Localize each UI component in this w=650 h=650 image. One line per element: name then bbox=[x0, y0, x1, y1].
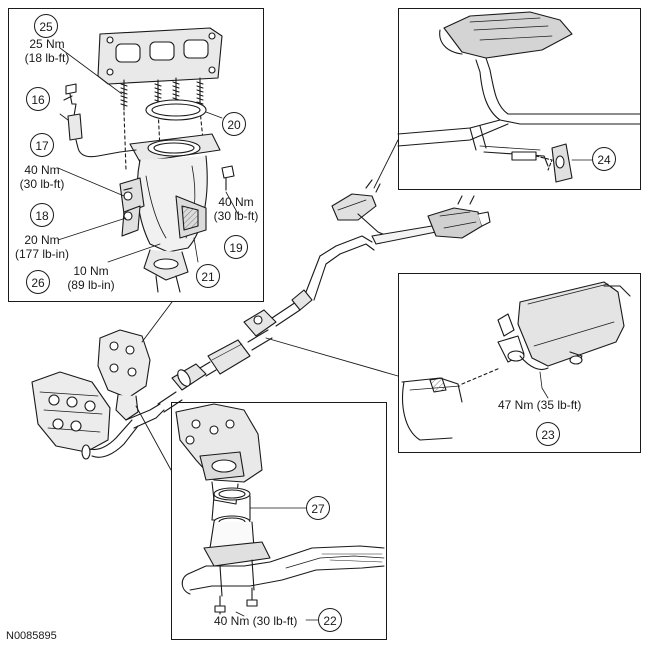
torque-label-19-nm: 40 Nm bbox=[218, 195, 254, 209]
cat-converter-detail bbox=[57, 27, 239, 293]
torque-label-26-nm: 10 Nm bbox=[73, 264, 109, 278]
front-pipe-flange-detail bbox=[175, 403, 385, 621]
callout-27: 27 bbox=[306, 496, 330, 520]
torque-label-25-nm: 25 Nm bbox=[29, 37, 65, 51]
callout-25: 25 bbox=[34, 14, 58, 38]
torque-label-18-imperial: (177 lb-in) bbox=[14, 247, 70, 261]
torque-label-18-nm: 20 Nm bbox=[24, 233, 60, 247]
muffler-clamp-detail bbox=[401, 281, 631, 441]
torque-label-22: 40 Nm (30 lb-ft) bbox=[214, 614, 298, 628]
callout-18: 18 bbox=[30, 203, 54, 227]
callout-24: 24 bbox=[592, 147, 616, 171]
torque-label-17-nm: 40 Nm bbox=[24, 163, 60, 177]
callout-20: 20 bbox=[222, 112, 246, 136]
torque-label-26-imperial: (89 lb-in) bbox=[67, 278, 115, 292]
callout-19: 19 bbox=[224, 235, 248, 259]
torque-label-19-imperial: (30 lb-ft) bbox=[213, 209, 259, 223]
callout-16: 16 bbox=[26, 87, 50, 111]
torque-label-25-imperial: (18 lb-ft) bbox=[24, 51, 70, 65]
figure-id: N0085895 bbox=[6, 630, 57, 642]
torque-label-23: 47 Nm (35 lb-ft) bbox=[498, 398, 582, 412]
callout-21: 21 bbox=[196, 264, 220, 288]
callout-17: 17 bbox=[30, 133, 54, 157]
callout-26: 26 bbox=[26, 270, 50, 294]
main-exhaust-assembly bbox=[31, 139, 491, 471]
resonator-hanger-detail bbox=[397, 11, 641, 183]
torque-label-17-imperial: (30 lb-ft) bbox=[19, 177, 65, 191]
callout-22: 22 bbox=[318, 608, 342, 632]
callout-23: 23 bbox=[536, 422, 560, 446]
